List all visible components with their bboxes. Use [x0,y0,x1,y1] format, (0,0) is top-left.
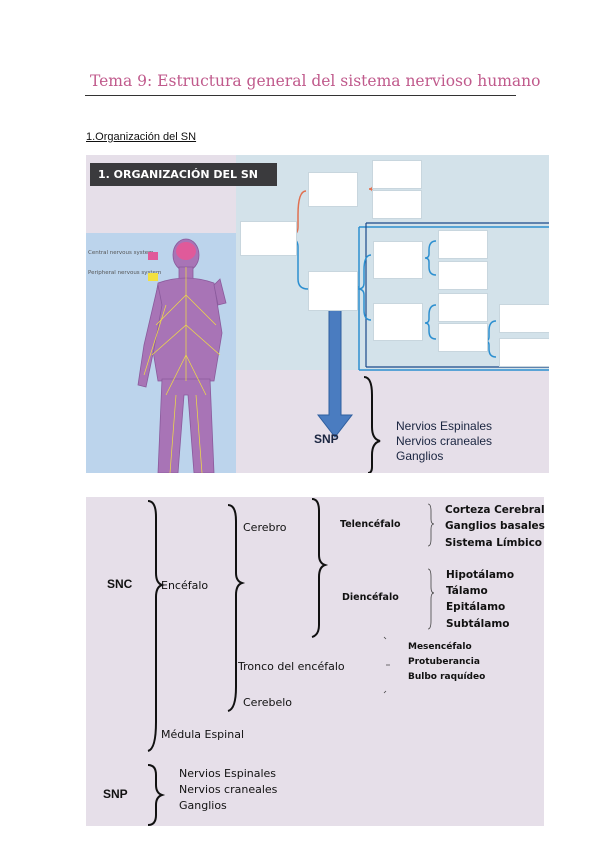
empty-box-13 [499,338,549,367]
organization-diagram: 1. ORGANIZACIÓN DEL SN Central nervous s… [86,155,549,473]
empty-box-3 [372,190,422,219]
telencefalo-label: Telencéfalo [340,519,401,530]
snp2-item-3: Ganglios [179,799,227,812]
diencefalo-label: Diencéfalo [342,592,399,603]
legend-peripheral-swatch [148,273,158,281]
page-title: Tema 9: Estructura general del sistema n… [90,72,541,90]
empty-box-11 [438,323,488,352]
empty-box-6 [373,241,423,279]
empty-box-9 [438,261,488,290]
diagram-banner: 1. ORGANIZACIÓN DEL SN [90,163,277,186]
snc-label: SNC [107,577,133,591]
scheme-braces [147,498,435,826]
empty-box-12 [499,304,549,333]
diencefalo-item-2: Tálamo [446,585,488,597]
tronco-item-2: Protuberancia [408,657,480,667]
section-heading: 1.Organización del SN [86,131,197,143]
empty-box-7 [373,303,423,341]
telencefalo-item-3: Sistema Límbico [445,537,543,549]
telencefalo-item-1: Corteza Cerebral [445,504,545,516]
telencefalo-item-2: Ganglios basales [445,520,545,532]
diencefalo-item-1: Hipotálamo [446,569,515,581]
tronco-item-1: Mesencéfalo [408,642,472,652]
snp2-item-1: Nervios Espinales [179,767,277,780]
diencefalo-item-3: Epitálamo [446,601,506,613]
snp-label-2: SNP [103,787,128,801]
snp-item-3: Ganglios [396,449,444,463]
legend-central-label: Central nervous system [88,250,154,256]
legend-central-swatch [148,252,158,260]
empty-box-10 [438,293,488,322]
cerebro-label: Cerebro [243,521,287,534]
medula-label: Médula Espinal [161,728,244,741]
empty-box-1 [308,172,358,207]
title-underline [85,95,516,96]
diencefalo-item-4: Subtálamo [446,618,510,630]
snp-item-2: Nervios craneales [396,434,493,448]
empty-box-2 [372,160,422,189]
human-body-illustration [137,238,227,473]
snp-label: SNP [314,432,339,446]
tronco-item-3: Bulbo raquídeo [408,672,486,682]
snp-item-1: Nervios Espinales [396,419,493,433]
empty-box-5 [308,271,358,311]
empty-box-8 [438,230,488,259]
empty-box-4 [240,221,297,256]
nervous-system-scheme: SNC Encéfalo Cerebro Telencéfalo Corteza… [86,497,545,826]
tronco-label: Tronco del encéfalo [238,660,345,673]
encefalo-label: Encéfalo [161,579,209,592]
snp2-item-2: Nervios craneales [179,783,278,796]
legend-peripheral-label: Peripheral nervous system [88,270,162,276]
cerebelo-label: Cerebelo [243,696,293,709]
